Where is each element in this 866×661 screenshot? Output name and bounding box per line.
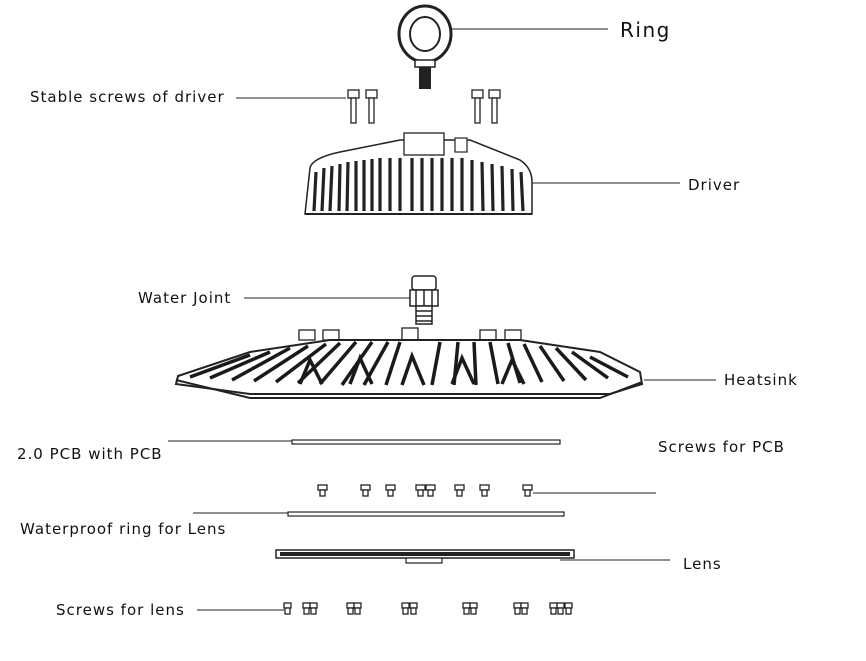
- pcb-part: [291, 439, 561, 445]
- heatsink-part: [174, 327, 644, 399]
- label-pcb: 2.0 PCB with PCB: [17, 445, 163, 463]
- screws-lens-part: [283, 602, 573, 615]
- label-stable-screws: Stable screws of driver: [30, 88, 225, 106]
- label-heatsink: Heatsink: [724, 371, 798, 389]
- label-screws-pcb: Screws for PCB: [658, 438, 785, 456]
- label-water-joint: Water Joint: [138, 289, 232, 307]
- ring-part: [397, 4, 453, 89]
- label-screws-lens: Screws for lens: [56, 601, 185, 619]
- label-lens: Lens: [683, 555, 722, 573]
- label-waterproof-ring: Waterproof ring for Lens: [20, 520, 227, 538]
- label-driver: Driver: [688, 176, 741, 194]
- lens-part: [275, 549, 575, 564]
- stable-screws-part: [347, 89, 501, 124]
- label-ring: Ring: [620, 18, 671, 42]
- waterproof-ring-part: [287, 511, 565, 517]
- water-joint-part: [409, 275, 439, 325]
- driver-part: [304, 132, 533, 215]
- screws-pcb-part: [317, 484, 533, 497]
